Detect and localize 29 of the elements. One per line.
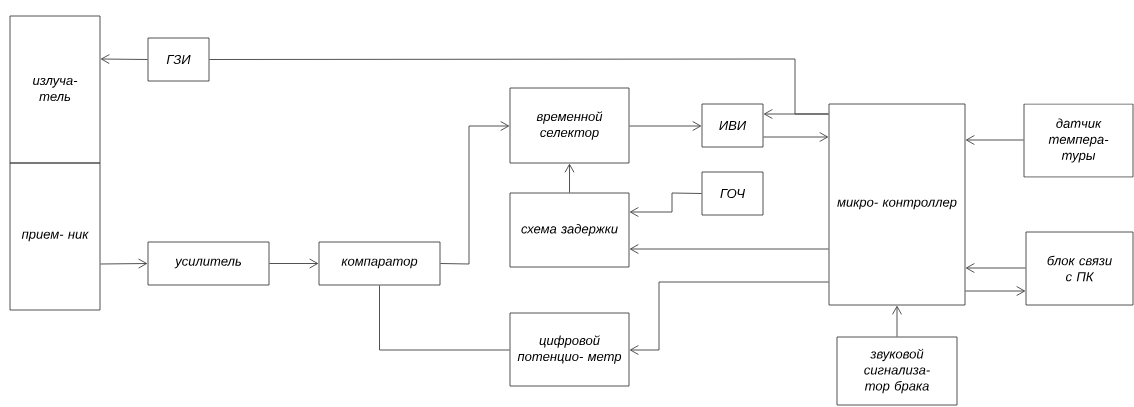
block-box: ГЗИ: [147, 37, 210, 82]
arrow: [892, 305, 902, 337]
arrow: [965, 135, 1024, 145]
block-box: схема задержки: [509, 192, 630, 268]
arrow: [629, 281, 829, 355]
arrow: [629, 121, 702, 131]
block-box: компаратор: [318, 241, 441, 286]
arrow: [269, 258, 319, 269]
arrow: [440, 121, 510, 265]
arrow: [763, 132, 829, 142]
block-box: временной селектор: [509, 87, 630, 164]
arrow: [564, 163, 575, 193]
arrow: [629, 244, 829, 254]
arrow: [763, 109, 829, 119]
arrow: [629, 192, 702, 217]
block-box: блок связи с ПК: [1025, 231, 1134, 306]
block-box: прием- ник: [9, 162, 101, 311]
arrow: [100, 258, 148, 269]
block-box: усилитель: [147, 241, 270, 286]
block-box: ГОЧ: [701, 171, 764, 216]
block-box: датчик темпера- туры: [1023, 103, 1134, 178]
arrow: [100, 54, 148, 65]
block-box: звуковой сигнализа- тор брака: [836, 336, 958, 406]
block-box: цифровой потенцио- метр: [509, 312, 630, 387]
block-box: ИВИ: [701, 103, 764, 148]
block-box: излуча- тель: [9, 15, 101, 164]
arrow: [965, 286, 1026, 296]
arrow: [965, 263, 1026, 273]
block-box: микро- контроллер: [828, 103, 966, 306]
